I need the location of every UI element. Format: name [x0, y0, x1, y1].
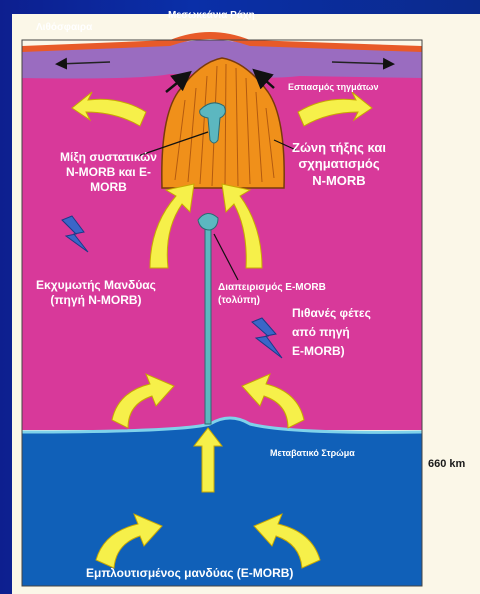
label-mixing: Μίξη συστατικών N-MORB και E- MORB — [60, 150, 157, 195]
label-enriched-mantle: Εμπλουτισμένος μανδύας (E-MORB) — [86, 566, 293, 581]
label-depth-660: 660 km — [428, 458, 465, 472]
enriched-mantle-region — [22, 418, 422, 586]
label-melt-focusing: Εστιασμός τηγμάτων — [288, 82, 378, 93]
label-transition-layer: Μεταβατικό Στρώμα — [270, 448, 355, 459]
label-depleted-mantle: Εκχυμωτής Μανδύας (πηγή N-MORB) — [36, 278, 156, 308]
plume-conduit — [205, 228, 211, 424]
label-possible-slabs: Πιθανές φέτες από πηγή E-MORB) — [292, 304, 371, 362]
label-mid-ocean-ridge: Μεσωκεάνια Ράχη — [168, 10, 255, 23]
label-lithosphere: Λιθόσφαιρα — [36, 22, 92, 35]
label-melting-zone: Ζώνη τήξης και σχηματισμός N-MORB — [292, 140, 386, 189]
